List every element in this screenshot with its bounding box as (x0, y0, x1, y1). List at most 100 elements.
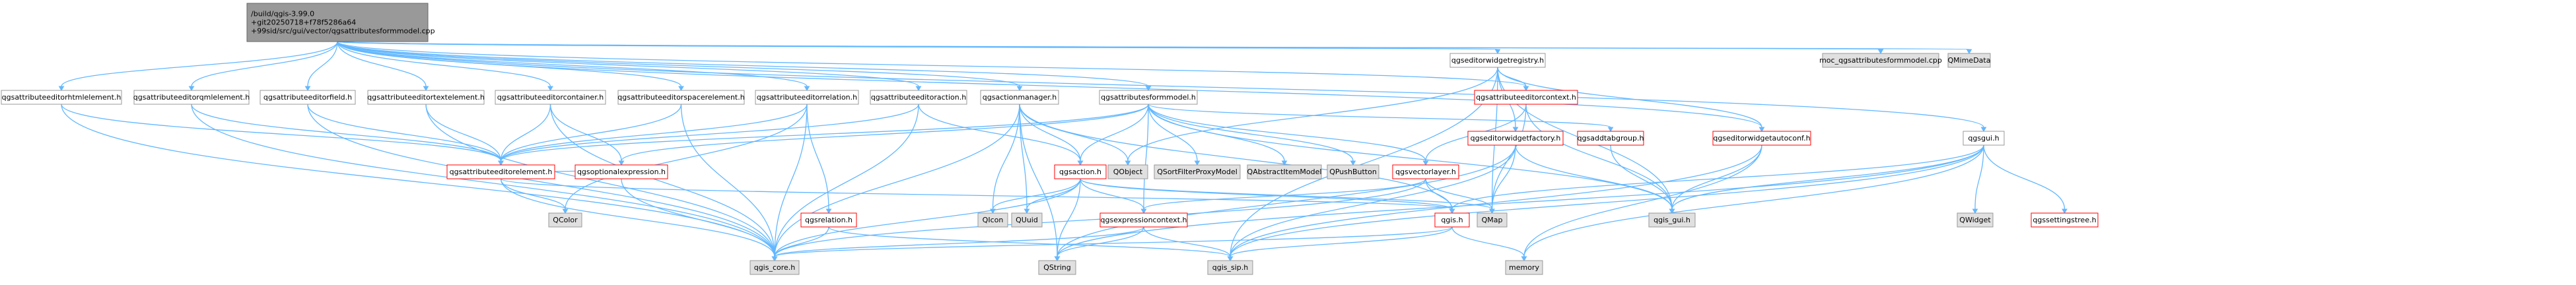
node-label: qgsattributeeditortextelement.h (367, 93, 485, 102)
node-editorcontext[interactable]: qgsattributeeditorcontext.h (1474, 90, 1578, 105)
node-qmlelement[interactable]: qgsattributeeditorqmlelement.h (133, 90, 250, 105)
node-box (1449, 53, 1546, 68)
node-exprcontext[interactable]: qgsexpressioncontext.h (1099, 212, 1188, 228)
node-label: qgsattributeeditorhtmlelement.h (2, 93, 122, 102)
node-label: qgseditorwidgetregistry.h (1451, 56, 1544, 65)
edge-qgsgui-to-qgis_gui (1669, 144, 1984, 214)
node-label: QMimeData (1948, 56, 1991, 65)
edge-formmodel_h-to-editorelement (498, 104, 1149, 166)
edge-line (565, 104, 808, 210)
edge-qmlelement-to-editorelement (191, 104, 504, 166)
node-autoconf[interactable]: qgseditorwidgetautoconf.h (1712, 131, 1811, 146)
edge-arrowhead (1054, 256, 1061, 261)
edge-qgsaction-to-qicon (990, 178, 1081, 214)
node-layer: /build/qgis-3.99.0+git20250718+f78f5286a… (1, 3, 2099, 275)
edge-line (1019, 104, 1058, 257)
edge-line (1026, 178, 1081, 210)
edge-line (1148, 104, 1673, 210)
node-label: QUuid (1016, 216, 1038, 224)
edge-arrowhead (1077, 160, 1084, 166)
node-widgetfactory[interactable]: qgseditorwidgetfactory.h (1467, 131, 1564, 146)
node-spacer[interactable]: qgsattributeeditorspacerelement.h (617, 90, 745, 105)
edge-arrowhead (1512, 127, 1519, 132)
edge-line (1143, 104, 1149, 210)
node-vectorlayer[interactable]: qgsvectorlayer.h (1392, 164, 1459, 179)
edge-line (1148, 104, 1426, 162)
edge-formmodel_h-to-exprcontext (1140, 104, 1149, 214)
edge-line (1425, 178, 1453, 210)
edge-formmodel_h-to-qsortfilter (1148, 104, 1201, 166)
node-label: qgis_gui.h (1654, 216, 1690, 224)
node-box (1648, 212, 1696, 228)
node-box (1247, 164, 1322, 179)
node-container[interactable]: qgsattributeeditorcontainer.h (495, 90, 606, 105)
node-label: QWidget (1959, 216, 1991, 224)
node-relation[interactable]: qgsattributeeditorrelation.h (755, 90, 859, 105)
node-qgsgui[interactable]: qgsgui.h (1963, 131, 2005, 146)
edge-root-to-qmlelement (188, 41, 338, 91)
node-addtabgroup[interactable]: qgsaddtabgroup.h (1577, 131, 1644, 146)
edge-line (191, 104, 775, 257)
node-label: qgsactionmanager.h (983, 93, 1057, 102)
node-action[interactable]: qgsattributeeditoraction.h (870, 90, 967, 105)
node-label: QColor (553, 216, 578, 224)
node-actionmanager[interactable]: qgsactionmanager.h (980, 90, 1059, 105)
edge-qgsgui-to-qstring (1054, 144, 1984, 261)
edge-line (1019, 104, 1129, 162)
edge-line (1148, 104, 1285, 162)
node-optionalexpr[interactable]: qgsoptionalexpression.h (574, 164, 668, 179)
edge-line (774, 226, 1453, 257)
node-editorelement[interactable]: qgsattributeeditorelement.h (446, 164, 555, 179)
edge-line (1974, 144, 1984, 210)
edge-line (425, 104, 775, 257)
edge-arrowhead (1523, 86, 1529, 91)
edge-vectorlayer-to-qgis_h (1425, 178, 1455, 214)
node-settingstree[interactable]: qgssettingstree.h (2031, 212, 2099, 228)
edge-formmodel_h-to-addtabgroup (1148, 104, 1614, 132)
edge-arrowhead (1024, 208, 1030, 214)
edge-layer (58, 41, 2068, 261)
edge-line (191, 41, 338, 87)
node-qcolor: QColor (548, 212, 582, 228)
node-qmimedata: QMimeData (1947, 53, 1991, 68)
edge-line (918, 104, 1081, 162)
edge-qgsgui-to-settingstree (1983, 144, 2068, 214)
edge-line (1230, 144, 1762, 257)
edge-textelement-to-qgis_core (425, 104, 778, 261)
node-box (749, 260, 800, 275)
edge-line (1610, 144, 1673, 210)
edge-line (1497, 67, 1762, 128)
edge-autoconf-to-qgis_sip (1227, 144, 1762, 261)
node-box (1099, 90, 1198, 105)
edge-line (425, 104, 502, 162)
edge-qgis_h-to-memory (1451, 226, 1527, 261)
edge-line (992, 178, 1081, 210)
edge-arrowhead (1669, 208, 1675, 214)
node-widgetregistry[interactable]: qgseditorwidgetregistry.h (1449, 53, 1546, 68)
node-label: /build/qgis-3.99.0 (251, 10, 314, 18)
edge-line (1127, 67, 1498, 162)
edge-line (1671, 144, 1984, 210)
node-qgis_h[interactable]: qgis.h (1434, 212, 1470, 228)
edge-formmodel_h-to-optionalexpr (618, 104, 1149, 166)
edge-line (828, 226, 1231, 257)
node-memory: memory (1505, 260, 1543, 275)
edge-line (549, 104, 775, 257)
edge-qgis_h-to-qgis_sip (1227, 226, 1453, 261)
edge-formmodel_h-to-qgsaction (1077, 104, 1149, 166)
node-qgsaction[interactable]: qgsaction.h (1054, 164, 1107, 179)
node-htmlelement[interactable]: qgsattributeeditorhtmlelement.h (1, 90, 122, 105)
edge-line (774, 104, 808, 257)
edge-arrowhead (1607, 127, 1614, 132)
edge-line (500, 178, 1453, 210)
node-qgsrelation[interactable]: qgsrelation.h (800, 212, 857, 228)
edge-line (621, 178, 775, 257)
edge-actionmanager-to-qgsaction (1019, 104, 1084, 166)
node-field[interactable]: qgsattributeeditorfield.h (260, 90, 356, 105)
node-formmodel_h[interactable]: qgsattributesformmodel.h (1099, 90, 1198, 105)
node-box (1505, 260, 1543, 275)
edge-action-to-editorelement (498, 104, 919, 166)
node-qpushbutton: QPushButton (1327, 164, 1379, 179)
edge-qgsgui-to-memory (1521, 144, 1984, 261)
node-textelement[interactable]: qgsattributeeditortextelement.h (367, 90, 485, 105)
